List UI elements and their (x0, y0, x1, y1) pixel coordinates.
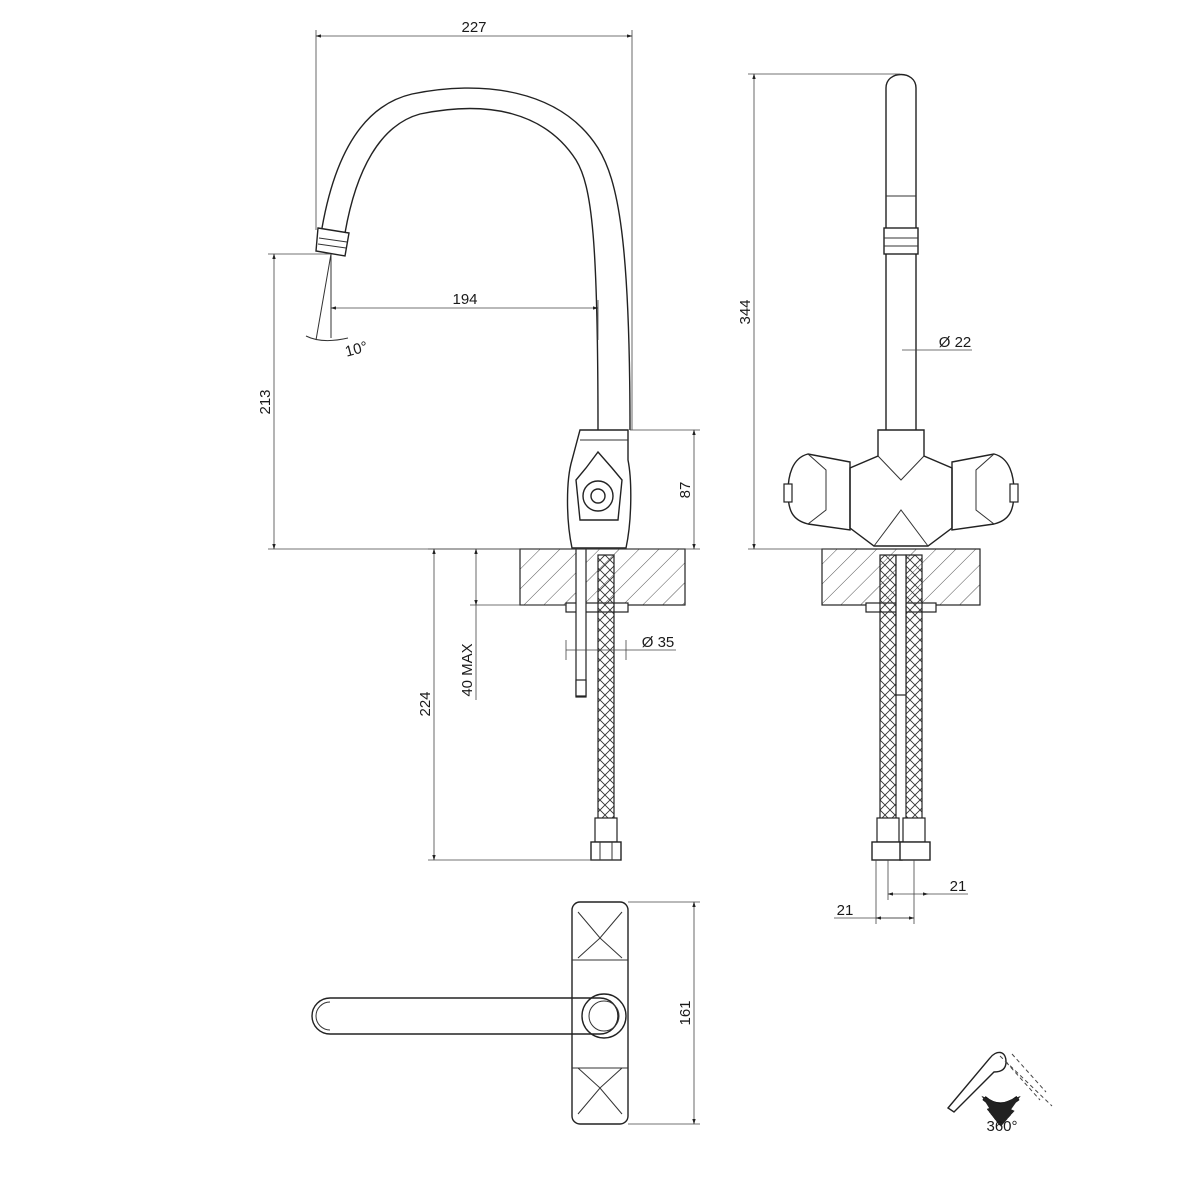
dim-deck-thickness: 40 MAX (459, 643, 476, 696)
side-view (305, 87, 686, 861)
plan-hub-outer (581, 993, 627, 1039)
dim-hose-spacing-right: 21 (950, 878, 967, 895)
mounting-nut (565, 602, 629, 613)
handle-hub-inner (590, 488, 606, 504)
rotation-360-icon (946, 1051, 1053, 1127)
angle-arc (305, 335, 349, 342)
dim-spout-height: 213 (257, 389, 274, 414)
dim-spout-angle: 10° (343, 338, 369, 360)
threaded-shank (575, 548, 587, 698)
aerator-tip (315, 227, 350, 257)
dim-body-height: 87 (677, 482, 694, 499)
front-handle-left (787, 453, 851, 531)
spout-outer-edge (321, 87, 631, 431)
spout-inner-edge (344, 107, 599, 431)
lever-handle (575, 450, 623, 521)
dim-rotation: 360° (986, 1118, 1017, 1135)
rotation-arrow (981, 1095, 1021, 1127)
dimension-lines (268, 30, 972, 1125)
dim-hose-spacing-left: 21 (837, 902, 854, 919)
hose-nut-side (590, 841, 622, 861)
dim-spout-reach-total: 227 (461, 19, 486, 36)
dim-spout-reach: 194 (452, 291, 477, 308)
plan-view (311, 901, 629, 1125)
mixer-body (566, 429, 632, 549)
hose-nut-right (899, 841, 931, 861)
braided-hose-side (597, 554, 615, 821)
braided-hose-right (905, 554, 923, 821)
braided-hose-left (879, 554, 897, 821)
dim-hose-length: 224 (417, 691, 434, 716)
hose-nut-left (871, 841, 903, 861)
front-handle-right (951, 453, 1015, 531)
front-spout (885, 73, 917, 430)
dim-plan-width: 161 (677, 1000, 694, 1025)
dim-spout-diameter: Ø 22 (939, 334, 972, 351)
plan-body (571, 901, 629, 1125)
jet-line-angled (315, 253, 332, 341)
dim-shank-diameter: Ø 35 (642, 634, 675, 651)
front-aerator (883, 227, 919, 255)
dim-total-height: 344 (737, 299, 754, 324)
handle-hub-outer (582, 480, 614, 512)
front-body (849, 429, 953, 547)
front-view (783, 73, 1019, 861)
